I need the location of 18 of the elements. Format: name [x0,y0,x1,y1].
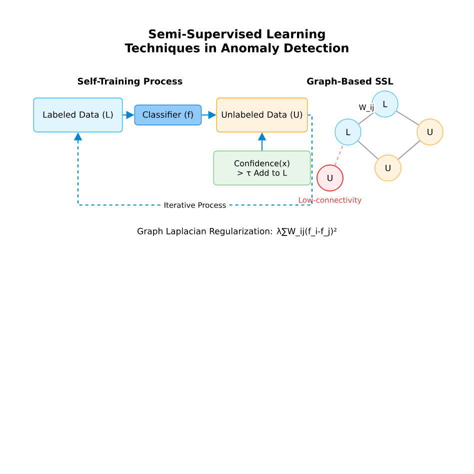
title: Semi-Supervised Learning Techniques in Anomaly Detection [124,29,348,55]
connector-line [396,110,420,126]
connector-line [398,140,420,160]
anomaly-node: U [316,164,344,192]
section-heading: Graph-Based SSL [307,78,394,86]
section-heading: Self-Training Process [78,78,182,86]
connector-line [357,140,379,160]
process-box: Confidence(x) > τ Add to L [213,150,311,186]
connector-line [358,112,375,124]
data-box: Labeled Data (L) [33,98,123,132]
graph-node: L [334,118,362,146]
graph-node: U [374,154,402,182]
connector-line [334,144,344,166]
graph-node: U [416,118,444,146]
data-box: Unlabeled Data (U) [216,98,308,132]
graph-node: L [372,90,398,118]
formula-text: Graph Laplacian Regularization: λ∑W_ij(f_i-f_j)² [138,228,336,236]
classifier-box: Classifier (f) [134,104,202,126]
